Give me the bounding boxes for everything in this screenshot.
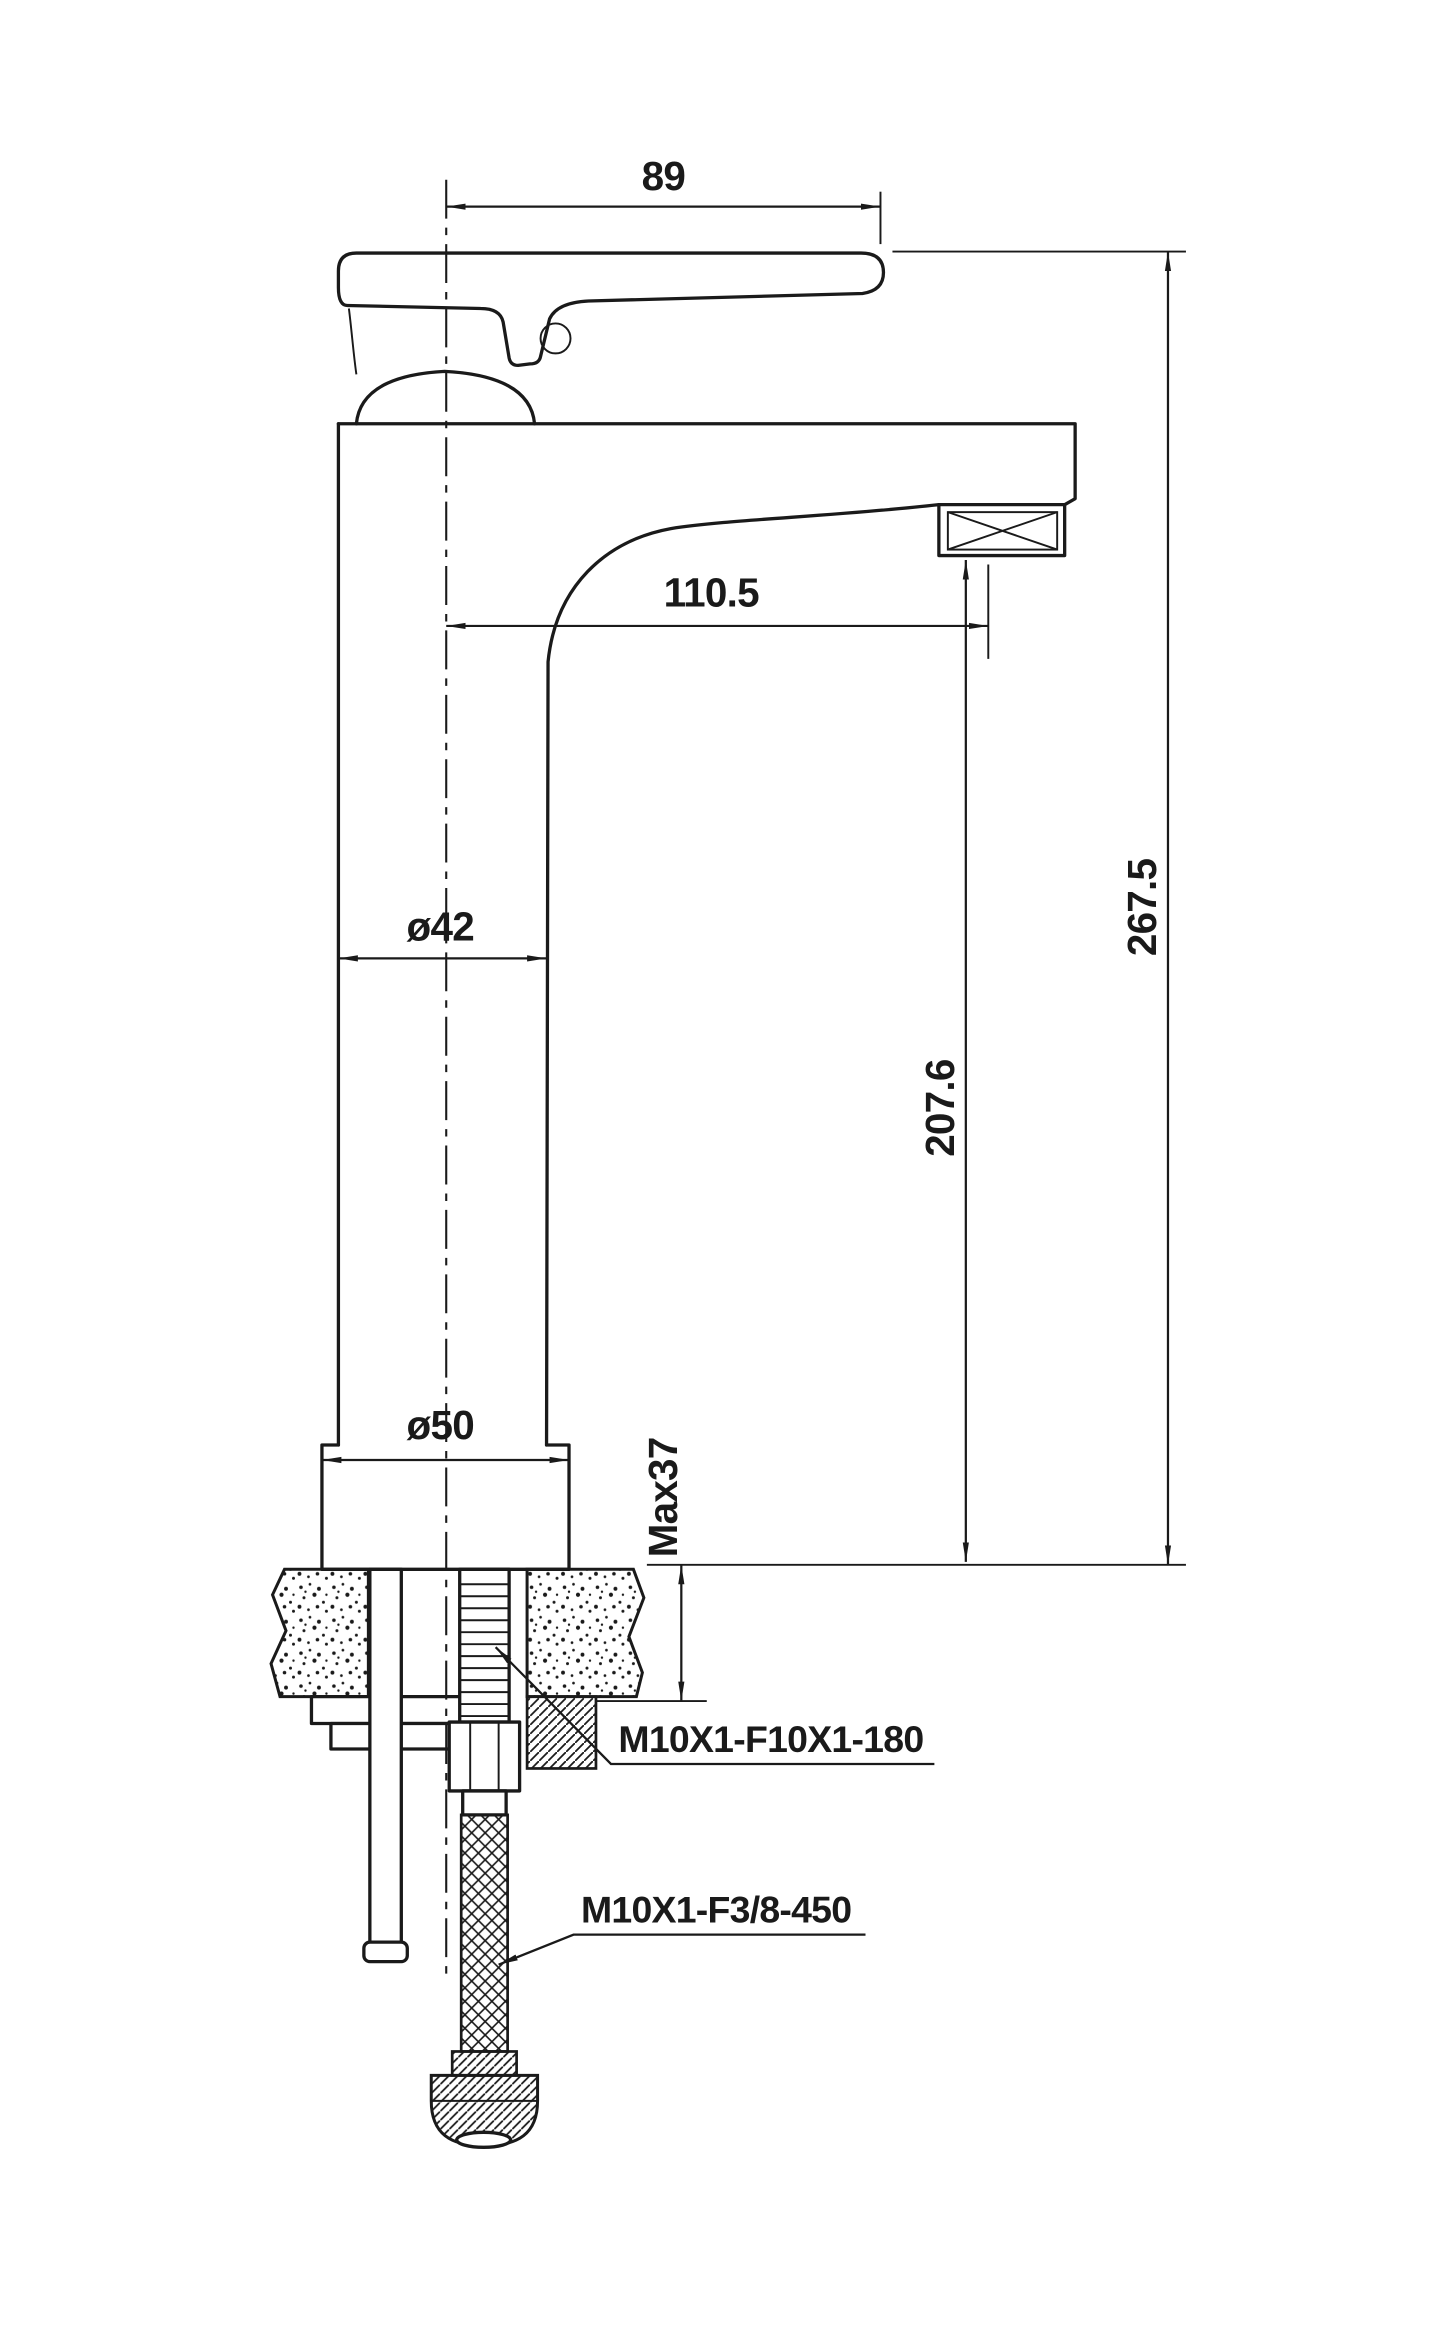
hose-end-opening — [455, 2130, 513, 2149]
dim-base-diameter-label: ø50 — [407, 1402, 474, 1448]
leader-connector-bottom: M10X1-F3/8-450 — [498, 1889, 866, 1966]
spout-top-edge — [336, 422, 1077, 507]
deck-right-block — [525, 1567, 646, 1699]
drain-rod — [368, 1567, 403, 1949]
handle-pivot-screw — [539, 322, 572, 355]
dim-overall-height: 267.5 — [646, 250, 1186, 1566]
connector-bottom-label: M10X1-F3/8-450 — [581, 1889, 851, 1931]
clamp-section-hatched — [525, 1695, 598, 1770]
dim-base-diameter: ø50 — [321, 1402, 570, 1464]
lever-handle — [336, 251, 886, 368]
cartridge-dome — [354, 369, 537, 426]
under-deck-hardware — [309, 1567, 540, 2149]
dim-body-diameter-label: ø42 — [407, 903, 474, 949]
spout-underside-and-column-right — [544, 503, 941, 1447]
dim-handle-length: 89 — [446, 153, 882, 245]
shank-hex-nut — [447, 1720, 522, 1793]
threaded-shank — [458, 1567, 511, 1724]
dim-handle-length-label: 89 — [642, 153, 685, 199]
dim-spout-reach-label: 110.5 — [664, 569, 759, 615]
braided-hose — [459, 1813, 509, 2053]
hose-collar — [450, 2050, 518, 2077]
deck-left-block — [269, 1567, 370, 1699]
connector-top-label: M10X1-F10X1-180 — [618, 1718, 923, 1760]
leader-connector-top: M10X1-F10X1-180 — [494, 1646, 935, 1766]
dim-max-mounting-thickness-label: Max37 — [640, 1437, 686, 1557]
hex-nut-facets — [469, 1722, 500, 1791]
shank-threads — [459, 1583, 510, 1718]
handle-to-dome-curve — [347, 308, 358, 375]
dim-body-diameter: ø42 — [338, 903, 547, 962]
dim-spout-reach: 110.5 — [446, 564, 990, 659]
hose-neck — [461, 1789, 508, 1817]
dim-spout-height: 207.6 — [917, 560, 969, 1562]
dim-max-mounting-thickness: Max37 — [595, 1437, 707, 1703]
dimension-annotations: 89 110.5 ø42 ø50 Max37 207.6 — [321, 153, 1186, 1966]
dim-spout-height-label: 207.6 — [917, 1059, 963, 1157]
dim-overall-height-label: 267.5 — [1119, 858, 1165, 956]
drain-rod-foot — [362, 1940, 409, 1964]
faucet-body — [320, 251, 1077, 1571]
aerator — [937, 503, 1067, 558]
